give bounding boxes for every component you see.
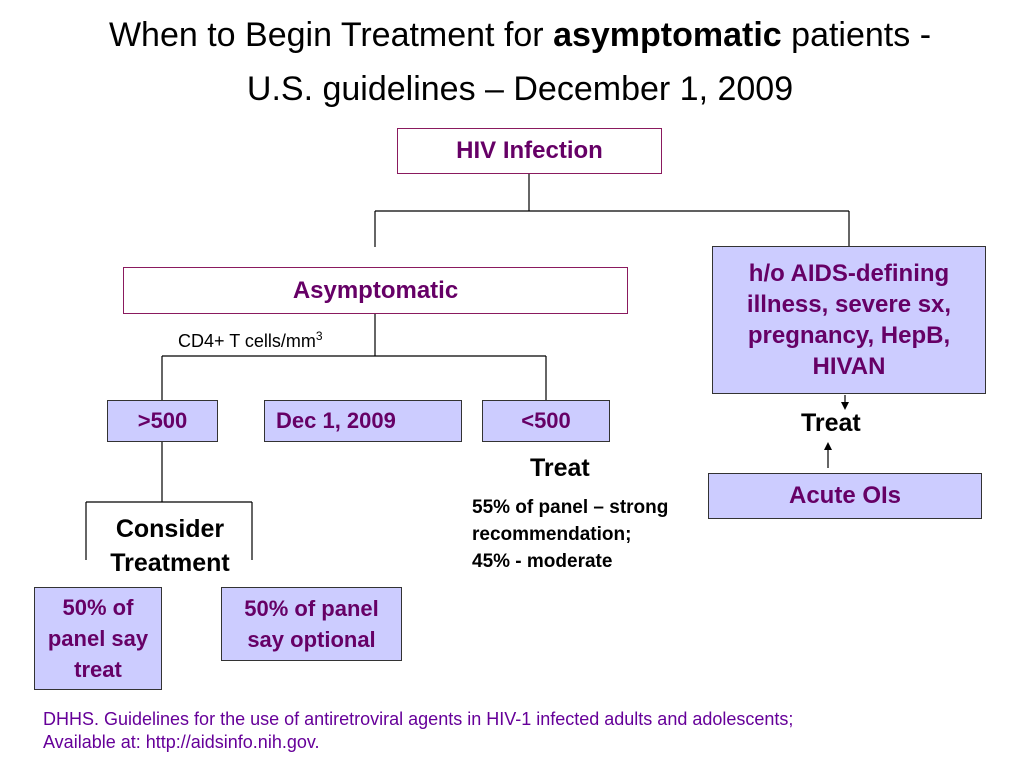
- dec-2009-label: Dec 1, 2009: [276, 408, 396, 433]
- title-text-start: When to Begin Treatment for: [108, 16, 554, 54]
- aids-defining-label: h/o AIDS-defining illness, severe sx, pr…: [746, 260, 952, 380]
- panel-treat-box: 50% of panel say treat: [34, 587, 162, 690]
- lt500-label: <500: [521, 408, 571, 433]
- panel-optional-box: 50% of panel say optional: [221, 587, 402, 661]
- acute-ois-box: Acute OIs: [708, 473, 982, 519]
- gt500-box: >500: [107, 400, 218, 442]
- asymptomatic-label: Asymptomatic: [292, 276, 459, 304]
- lt500-box: <500: [482, 400, 610, 442]
- hiv-infection-box: HIV Infection: [397, 128, 662, 174]
- cd4-label: CD4+ T cells/mm3: [178, 324, 323, 353]
- hiv-infection-label: HIV Infection: [456, 137, 603, 164]
- panel-optional-label: 50% of panel say optional: [244, 596, 379, 652]
- treat-right-label: Treat: [801, 409, 861, 437]
- panel-treat-label: 50% of panel say treat: [47, 595, 149, 682]
- slide-title: When to Begin Treatment for asymptomatic…: [20, 8, 1020, 116]
- acute-ois-label: Acute OIs: [788, 482, 902, 509]
- title-text-end: patients -: [781, 16, 932, 54]
- dec-2009-box: Dec 1, 2009: [264, 400, 462, 442]
- consider-line-1: Consider: [115, 515, 225, 543]
- citation-line-2: Available at: http://aidsinfo.nih.gov.: [43, 732, 320, 752]
- title-emphasis: asymptomatic: [553, 16, 782, 54]
- cd4-label-superscript: 3: [315, 329, 323, 343]
- asymptomatic-box: Asymptomatic: [123, 267, 628, 314]
- treat-mid-label: Treat: [530, 454, 590, 482]
- arrowhead-up: [824, 442, 832, 450]
- citation-line-1: DHHS. Guidelines for the use of antiretr…: [43, 709, 794, 729]
- title-line-2: U.S. guidelines – December 1, 2009: [246, 70, 794, 108]
- consider-treatment-label: Consider Treatment: [90, 512, 250, 580]
- cd4-label-text: CD4+ T cells/mm: [178, 331, 316, 351]
- arrowhead-down: [841, 402, 849, 410]
- consider-line-2: Treatment: [110, 549, 230, 577]
- title-line-1: When to Begin Treatment for asymptomatic…: [20, 8, 1020, 62]
- citation-footer: DHHS. Guidelines for the use of antiretr…: [43, 708, 1018, 754]
- panel-note: 55% of panel – strong recommendation; 45…: [472, 497, 669, 572]
- aids-defining-box: h/o AIDS-defining illness, severe sx, pr…: [712, 246, 986, 394]
- gt500-label: >500: [137, 408, 188, 433]
